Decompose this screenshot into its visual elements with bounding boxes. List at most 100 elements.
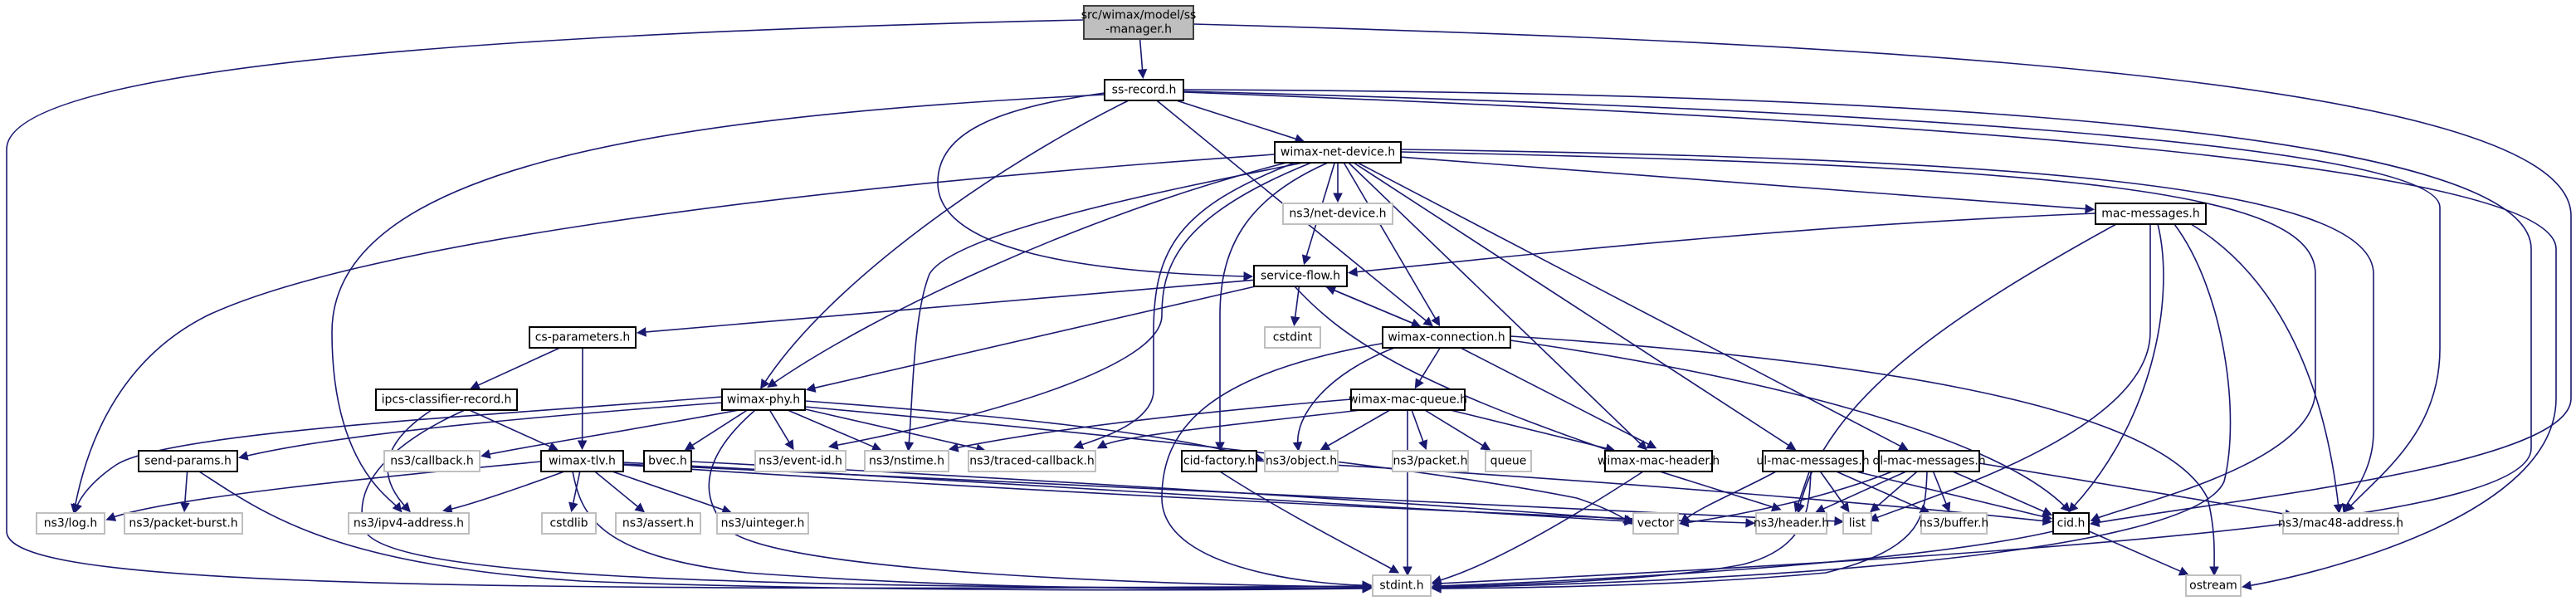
edge-ipcs-classifier-record-to-wimax-tlv [469, 409, 554, 449]
node-ns3-uinteger: ns3/uinteger.h [716, 512, 809, 535]
edge-wimax-phy-to-stdint [708, 409, 1367, 588]
edge-wimax-phy-to-ns3-event-id [768, 409, 792, 446]
node-label: wimax-connection.h [1388, 331, 1505, 344]
node-wimax-mac-queue[interactable]: wimax-mac-queue.h [1349, 388, 1467, 411]
arrowhead-wimax-phy-to-ns3-nstime [871, 442, 882, 452]
node-root[interactable]: src/wimax/model/ss-manager.h [1081, 5, 1197, 40]
node-box[interactable] [375, 388, 518, 411]
node-box [968, 450, 1096, 472]
arrowhead-wimax-tlv-to-ns3-assert [634, 502, 646, 513]
node-cs-parameters[interactable]: cs-parameters.h [529, 326, 637, 349]
arrowhead-cid-to-stdint [1431, 581, 1442, 591]
node-cstdlib: cstdlib [541, 512, 597, 535]
edge-wimax-connection-to-ostream [1510, 335, 2215, 571]
arrowhead-wimax-connection-to-cid [2060, 501, 2071, 513]
edge-ipcs-classifier-record-to-stdint [361, 409, 1367, 589]
node-wimax-mac-header[interactable]: wimax-mac-header.h [1598, 450, 1720, 472]
node-label: send-params.h [144, 455, 232, 468]
arrowhead-wimax-net-device-to-wimax-connection [1431, 315, 1441, 327]
edge-mac-messages-to-ns3-mac48-address [2190, 223, 2339, 509]
arrowhead-wimax-net-device-to-wimax-phy [767, 378, 778, 388]
node-box[interactable] [721, 388, 806, 411]
edge-cid-factory-to-stdint [1219, 471, 1395, 571]
edge-root-to-ss-record [1139, 38, 1144, 74]
node-box[interactable] [1604, 450, 1713, 472]
node-box[interactable] [540, 450, 624, 472]
node-send-params[interactable]: send-params.h [138, 450, 238, 472]
node-ns3-packet-burst: ns3/packet-burst.h [124, 512, 243, 535]
arrowhead-cid-factory-to-stdint [1388, 564, 1400, 574]
node-ipcs-classifier-record[interactable]: ipcs-classifier-record.h [375, 388, 518, 411]
node-box[interactable] [1762, 450, 1864, 472]
arrowhead-cs-parameters-to-wimax-tlv [577, 440, 588, 451]
node-label: wimax-mac-queue.h [1349, 393, 1467, 407]
node-box[interactable] [1382, 326, 1511, 349]
edge-wimax-mac-queue-to-ns3-object [1325, 409, 1391, 448]
arrowhead-mac-messages-to-service-flow [1347, 266, 1359, 277]
node-wimax-tlv[interactable]: wimax-tlv.h [540, 450, 624, 472]
edge-dl-mac-messages-to-ns3-buffer [1932, 471, 1949, 507]
node-box[interactable] [138, 450, 238, 472]
node-ss-record[interactable]: ss-record.h [1104, 79, 1184, 101]
node-label: ns3/header.h [1754, 517, 1829, 530]
node-label: ns3/callback.h [390, 455, 473, 468]
edge-cs-parameters-to-ipcs-classifier-record [475, 347, 561, 388]
edge-wimax-connection-to-service-flow [1330, 288, 1422, 328]
node-ostream: ostream [2185, 574, 2242, 597]
node-box[interactable] [529, 326, 637, 349]
node-label: cstdlib [549, 517, 588, 530]
node-box [1632, 512, 1679, 535]
arrowhead-wimax-net-device-to-ns3-traced-callback [1073, 440, 1085, 449]
edge-wimax-mac-header-to-stdint [1437, 471, 1644, 582]
arrowhead-dl-mac-messages-to-ns3-buffer [1941, 501, 1951, 513]
edge-wimax-phy-to-ns3-log [76, 396, 723, 509]
edge-wimax-connection-to-wimax-mac-header [1460, 347, 1652, 447]
arrowhead-wimax-connection-to-ns3-object [1292, 441, 1303, 452]
node-wimax-connection[interactable]: wimax-connection.h [1382, 326, 1511, 349]
node-bvec[interactable]: bvec.h [643, 450, 692, 472]
node-box[interactable] [1181, 450, 1257, 472]
node-box[interactable] [2095, 203, 2207, 225]
node-wimax-net-device[interactable]: wimax-net-device.h [1274, 141, 1402, 164]
node-box[interactable] [643, 450, 692, 472]
node-box [541, 512, 597, 535]
edge-wimax-tlv-to-ns3-ipv4-address [447, 471, 565, 511]
edge-ss-record-to-service-flow [937, 92, 1248, 277]
edge-ss-record-to-wimax-net-device [1176, 100, 1300, 141]
node-wimax-phy[interactable]: wimax-phy.h [721, 388, 806, 411]
edge-wimax-phy-to-ns3-callback [485, 409, 739, 456]
node-box[interactable] [2052, 512, 2090, 535]
node-label: list [1849, 517, 1866, 530]
arrowhead-root-to-ss-record [1137, 69, 1148, 80]
edge-wimax-mac-queue-to-ns3-traced-callback [1101, 409, 1362, 447]
node-label: cid.h [2057, 517, 2086, 530]
arrowhead-wimax-mac-queue-to-ns3-packet [1418, 439, 1428, 451]
node-label: ns3/ipv4-address.h [354, 517, 464, 530]
node-box [348, 512, 470, 535]
node-box[interactable] [1083, 5, 1194, 40]
edge-wimax-phy-to-vector [804, 406, 1629, 522]
node-mac-messages[interactable]: mac-messages.h [2095, 203, 2207, 225]
node-dl-mac-messages[interactable]: dl-mac-messages.h [1872, 450, 1986, 472]
node-box [2185, 574, 2242, 597]
node-label: ns3/event-id.h [759, 455, 842, 468]
node-label: ns3/nstime.h [869, 455, 944, 468]
node-cid[interactable]: cid.h [2052, 512, 2090, 535]
node-box[interactable] [1350, 388, 1466, 411]
node-label: ss-record.h [1112, 84, 1177, 97]
node-service-flow[interactable]: service-flow.h [1253, 265, 1348, 287]
node-cid-factory[interactable]: cid-factory.h [1181, 450, 1257, 472]
node-box[interactable] [1253, 265, 1348, 287]
node-label: src/wimax/model/ss [1081, 9, 1197, 22]
arrowhead-wimax-tlv-to-cstdlib [568, 501, 578, 513]
node-ns3-assert: ns3/assert.h [615, 512, 701, 535]
arrowhead-cid-to-ostream [2178, 566, 2189, 576]
node-box[interactable] [1878, 450, 1980, 472]
node-box[interactable] [1274, 141, 1402, 164]
arrowhead-wimax-net-device-to-wimax-mac-header [1637, 440, 1647, 451]
node-ul-mac-messages[interactable]: ul-mac-messages.h [1756, 450, 1870, 472]
node-label: ns3/packet-burst.h [129, 517, 237, 530]
edge-dl-mac-messages-to-stdint [1437, 471, 1928, 589]
arrowhead-wimax-net-device-to-mac-messages [2085, 203, 2095, 214]
node-box[interactable] [1104, 79, 1184, 101]
